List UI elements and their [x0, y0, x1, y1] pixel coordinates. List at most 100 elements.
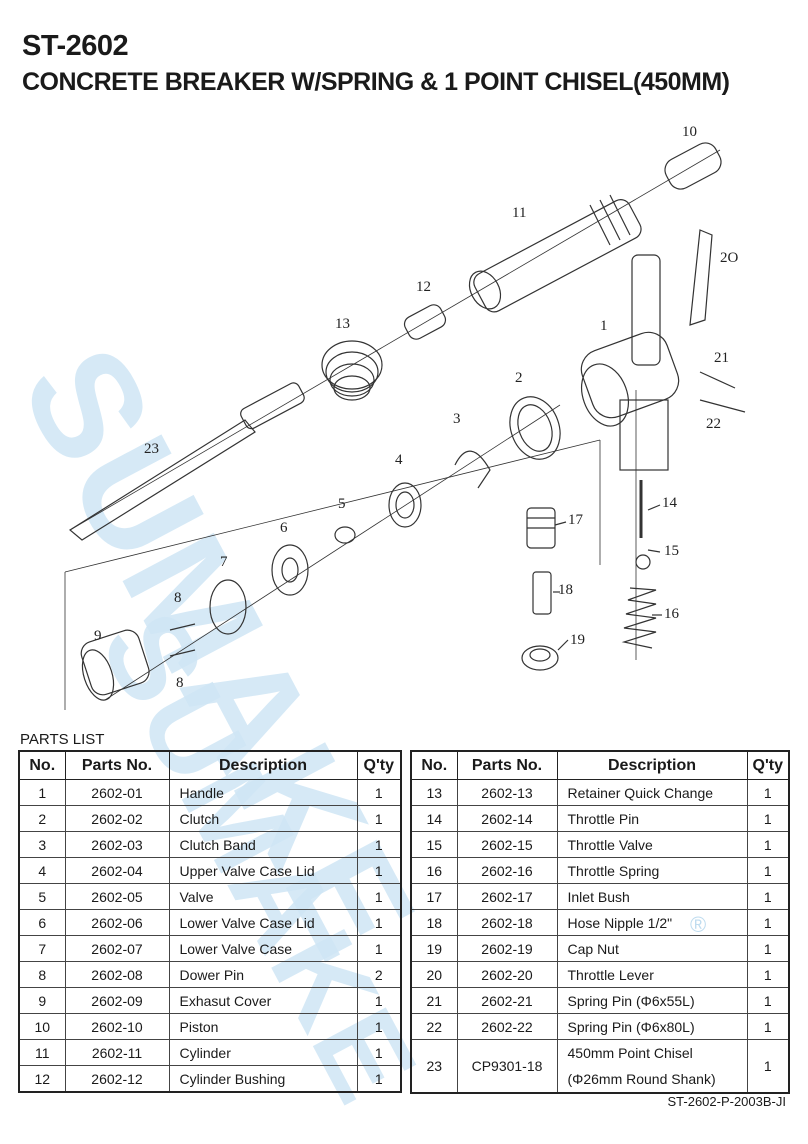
callout-9: 9 — [94, 628, 102, 644]
callout-18: 18 — [558, 582, 573, 598]
cell-part: 2602-19 — [456, 935, 558, 962]
cell-no: 16 — [410, 857, 458, 884]
product-description: CONCRETE BREAKER W/SPRING & 1 POINT CHIS… — [22, 68, 730, 96]
cell-qty: 1 — [356, 909, 402, 936]
col-no: No. — [410, 750, 458, 780]
cell-desc: 450mm Point Chisel (Φ26mm Round Shank) — [556, 1039, 748, 1094]
cell-no: 10 — [18, 1013, 66, 1040]
document-code: ST-2602-P-2003B-JI — [667, 1094, 786, 1109]
cell-part: 2602-04 — [64, 857, 170, 884]
cell-part: 2602-07 — [64, 935, 170, 962]
clutch-band-part — [454, 450, 491, 489]
cell-no: 7 — [18, 935, 66, 962]
cell-part: CP9301-18 — [456, 1039, 558, 1094]
inlet-bush-part — [526, 507, 556, 549]
cell-qty: 1 — [356, 1039, 402, 1066]
cell-no: 13 — [410, 779, 458, 806]
cell-part: 2602-06 — [64, 909, 170, 936]
cell-qty: 1 — [746, 1013, 790, 1040]
cell-no: 18 — [410, 909, 458, 936]
cell-qty: 1 — [746, 987, 790, 1014]
cell-no: 21 — [410, 987, 458, 1014]
cell-no: 17 — [410, 883, 458, 910]
valve-part — [334, 526, 356, 544]
col-qty: Q'ty — [746, 750, 790, 780]
cell-desc: Throttle Spring — [556, 857, 748, 884]
callout-19: 19 — [570, 632, 585, 648]
cell-desc: Inlet Bush — [556, 883, 748, 910]
clutch-part — [509, 396, 561, 460]
cell-desc: Throttle Pin — [556, 805, 748, 832]
callout-11: 11 — [512, 205, 526, 221]
cell-part: 2602-22 — [456, 1013, 558, 1040]
col-parts-no: Parts No. — [64, 750, 170, 780]
cell-no: 2 — [18, 805, 66, 832]
callout-1: 1 — [600, 318, 608, 334]
cell-desc: Throttle Valve — [556, 831, 748, 858]
callout-14: 14 — [662, 495, 678, 511]
cell-no: 1 — [18, 779, 66, 806]
cell-no: 20 — [410, 961, 458, 988]
exhaust-cover-part — [80, 629, 150, 701]
callout-17: 17 — [568, 512, 584, 528]
cell-qty: 1 — [746, 961, 790, 988]
callout-15: 15 — [664, 543, 679, 559]
cell-desc: Cylinder — [168, 1039, 358, 1066]
throttle-spring-part — [621, 587, 657, 649]
cell-qty: 1 — [356, 1065, 402, 1093]
cell-qty: 1 — [746, 779, 790, 806]
cell-part: 2602-09 — [64, 987, 170, 1014]
cell-qty: 1 — [356, 805, 402, 832]
callout-13: 13 — [335, 316, 350, 332]
cell-part: 2602-16 — [456, 857, 558, 884]
cell-desc: Spring Pin (Φ6x55L) — [556, 987, 748, 1014]
callout-4: 4 — [395, 452, 403, 468]
callout-21: 21 — [714, 350, 729, 366]
lower-valve-case-part — [209, 579, 247, 635]
piston-part — [664, 142, 722, 190]
cylinder-bushing-part — [403, 304, 447, 340]
cell-desc: Clutch Band — [168, 831, 358, 858]
callout-16: 16 — [664, 606, 680, 622]
callout-2: 2 — [515, 370, 523, 386]
desc-line-1: 450mm Point Chisel — [567, 1045, 693, 1061]
cell-part: 2602-13 — [456, 779, 558, 806]
cell-part: 2602-03 — [64, 831, 170, 858]
col-description: Description — [168, 750, 358, 780]
cell-qty: 1 — [746, 935, 790, 962]
cell-desc: Lower Valve Case Lid — [168, 909, 358, 936]
cell-qty: 1 — [356, 935, 402, 962]
callout-3: 3 — [453, 411, 461, 427]
callout-12: 12 — [416, 279, 431, 295]
cap-nut-part — [521, 645, 559, 671]
cell-desc: Piston — [168, 1013, 358, 1040]
cell-qty: 1 — [746, 1039, 790, 1094]
cell-desc: Cylinder Bushing — [168, 1065, 358, 1093]
cell-no: 8 — [18, 961, 66, 988]
callout-8a: 8 — [174, 590, 182, 606]
cell-part: 2602-08 — [64, 961, 170, 988]
cell-qty: 1 — [356, 987, 402, 1014]
exploded-parts-diagram: 1 2 3 4 5 6 7 8 8 9 10 11 12 13 14 15 16… — [64, 124, 746, 710]
hose-nipple-part — [532, 571, 552, 615]
cell-qty: 2 — [356, 961, 402, 988]
parts-list-label: PARTS LIST — [20, 731, 105, 748]
callout-6: 6 — [280, 520, 288, 536]
cell-part: 2602-11 — [64, 1039, 170, 1066]
